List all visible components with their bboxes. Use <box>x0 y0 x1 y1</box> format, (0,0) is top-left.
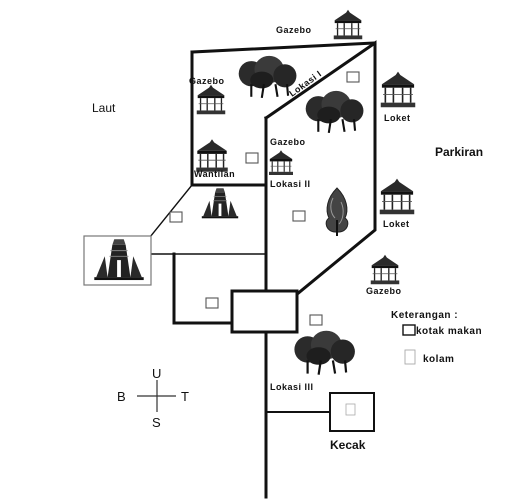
compass-north: U <box>152 366 161 381</box>
compass-east: T <box>181 389 189 404</box>
lokasi-2-label: Lokasi II <box>270 179 311 189</box>
food-box-icon <box>346 71 360 83</box>
legend-food-box-swatch <box>402 324 416 336</box>
gazebo-label-mid: Gazebo <box>270 137 306 147</box>
gazebo-label-right: Gazebo <box>366 286 402 296</box>
gazebo-label-left: Gazebo <box>189 76 225 86</box>
tree-cluster-icon <box>293 329 356 376</box>
pond-small <box>345 403 356 416</box>
lokasi-3-label: Lokasi III <box>270 382 314 392</box>
food-box-icon <box>309 314 323 326</box>
gazebo-icon <box>196 84 226 115</box>
loket-label-top: Loket <box>384 113 411 123</box>
compass-south: S <box>152 415 161 430</box>
sea-label: Laut <box>92 101 116 115</box>
food-box-icon <box>292 210 306 222</box>
food-box-icon <box>169 211 183 223</box>
gazebo-icon <box>195 138 229 173</box>
wantilan-label: Wantilan <box>194 169 235 179</box>
gazebo-label-top: Gazebo <box>276 25 312 35</box>
compass-rose: U S B T <box>117 366 189 430</box>
tree-cluster-icon <box>304 89 365 134</box>
legend-title: Keterangan : <box>391 310 458 321</box>
legend: Keterangan : kotak makan kolam <box>391 310 482 365</box>
legend-pond-label: kolam <box>423 354 454 365</box>
parking-label: Parkiran <box>435 145 483 159</box>
central-block <box>230 289 299 334</box>
gazebo-icon <box>379 70 417 109</box>
gazebo-icon <box>378 177 416 216</box>
food-box-icon <box>245 152 259 164</box>
legend-pond-swatch <box>404 349 416 365</box>
loket-label-mid: Loket <box>383 219 410 229</box>
kecak-label: Kecak <box>330 438 366 452</box>
food-box-icon <box>205 297 219 309</box>
gazebo-icon <box>333 9 363 40</box>
tall-tree-icon <box>325 187 349 236</box>
gazebo-icon <box>370 254 400 285</box>
compass-west: B <box>117 389 126 404</box>
gazebo-icon <box>268 149 294 176</box>
temple-gate-icon <box>201 187 239 219</box>
legend-food-box-label: kotak makan <box>416 326 482 337</box>
